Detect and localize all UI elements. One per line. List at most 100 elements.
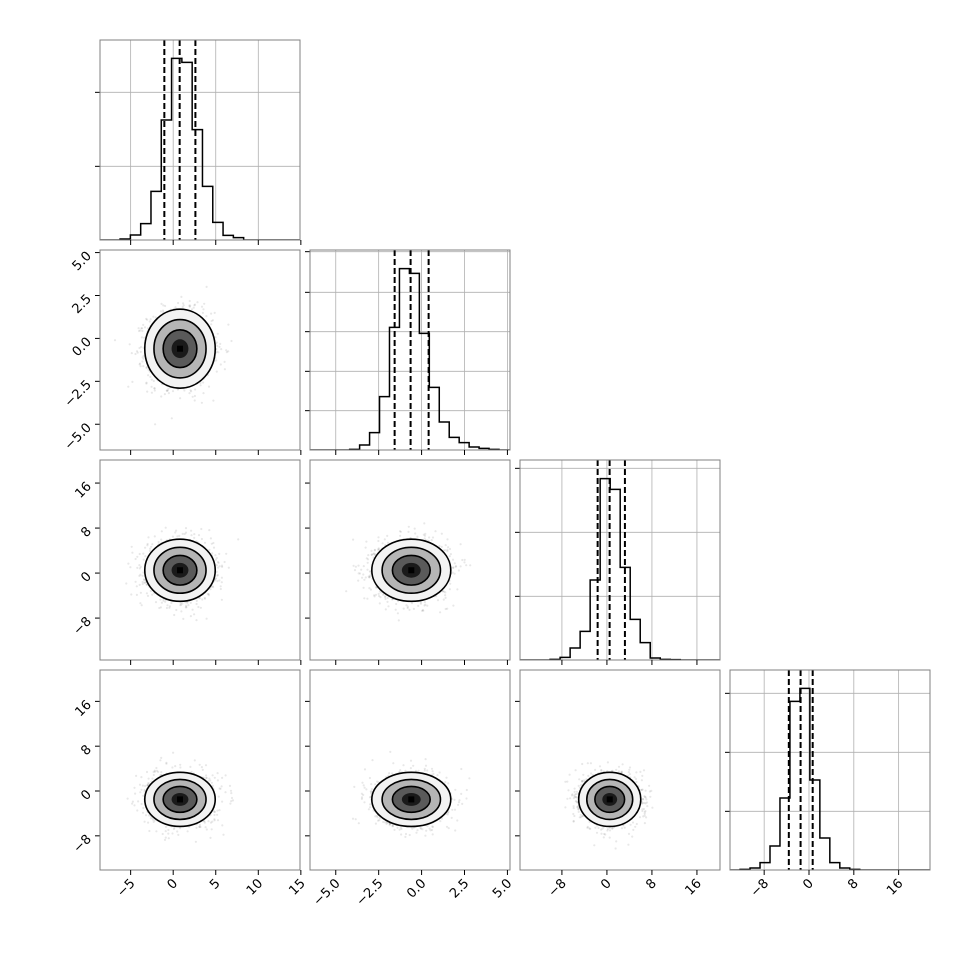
scatter-point [171,390,175,393]
histogram-bar [439,422,449,450]
scatter-point [147,374,150,377]
scatter-point [191,395,194,398]
density-peak [177,567,183,574]
scatter-point [201,598,204,601]
scatter-point [145,382,148,385]
scatter-point [166,604,169,607]
scatter-point [362,586,365,589]
scatter-point [213,311,216,314]
scatter-point [179,602,182,605]
scatter-point [218,552,221,556]
scatter-point [145,381,148,384]
scatter-point [148,320,151,323]
scatter-point [354,565,357,568]
scatter-point [357,579,360,582]
scatter-point [180,603,183,606]
scatter-point [423,522,426,525]
scatter-point [218,345,221,348]
scatter-point [152,379,155,383]
scatter-point [200,401,203,404]
scatter-point [134,557,137,561]
scatter-point [189,601,192,605]
histogram-bar [192,130,202,240]
scatter-point [151,593,154,596]
scatter-point [419,601,422,604]
scatter-point [185,604,188,607]
scatter-point [200,527,203,531]
scatter-point [215,570,218,574]
scatter-point [160,530,163,533]
scatter-point [146,594,150,598]
scatter-point [216,574,219,577]
scatter-point [143,336,146,339]
scatter-point [154,423,157,426]
scatter-point [444,544,447,547]
scatter-point [357,572,360,575]
histogram-bar [130,235,140,240]
scatter-point [173,613,176,617]
scatter-point [399,530,402,533]
scatter-point [211,552,214,555]
scatter-point [125,582,128,585]
scatter-point [370,553,373,557]
scatter-point [189,389,192,392]
scatter-point [149,589,152,593]
scatter-point [138,574,141,578]
panel-frame [309,249,511,451]
panel-content [125,526,240,622]
scatter-point [438,544,441,548]
scatter-point [160,302,163,305]
scatter-point [452,566,455,569]
scatter-point [136,351,139,354]
histogram-bar [182,62,192,240]
histogram-bar [380,397,390,450]
scatter-point [141,582,144,586]
scatter-point [184,527,188,530]
scatter-point [215,564,218,567]
scatter-point [150,545,153,548]
scatter-point [196,301,199,304]
scatter-point [399,534,402,537]
density-peak [177,345,183,352]
histogram-panel [305,249,511,455]
scatter-point [375,586,378,589]
scatter-point [217,351,220,354]
scatter-point [391,598,394,601]
scatter-point [143,581,146,584]
scatter-point [197,534,201,537]
scatter-point [149,375,152,378]
histogram-panel [95,39,302,245]
scatter-point [193,533,196,536]
scatter-point [164,600,167,603]
scatter-point [140,604,143,607]
scatter-point [377,539,380,543]
scatter-point [223,560,226,564]
scatter-point [136,555,139,558]
scatter-point [137,329,141,333]
scatter-point [146,542,149,546]
histogram-step-line [100,57,300,240]
scatter-point [141,580,144,584]
scatter-point [160,538,163,541]
scatter-point [218,565,221,568]
scatter-point [219,342,222,345]
scatter-point [426,604,429,607]
histogram-bar [370,433,380,450]
scatter-point [386,596,389,600]
scatter-point [220,348,223,351]
scatter-point [146,544,149,547]
scatter-point [154,601,158,604]
scatter-point [202,308,205,311]
scatter-point [410,602,414,605]
scatter-point [201,311,204,314]
scatter-point [138,567,141,570]
scatter-point [452,604,455,607]
scatter-point [219,585,222,588]
scatter-point [140,336,143,339]
scatter-point [465,564,468,567]
scatter-point [141,360,144,363]
scatter-point [216,332,219,335]
scatter-point [182,617,185,621]
scatter-point [416,535,419,538]
scatter-point [420,609,424,612]
